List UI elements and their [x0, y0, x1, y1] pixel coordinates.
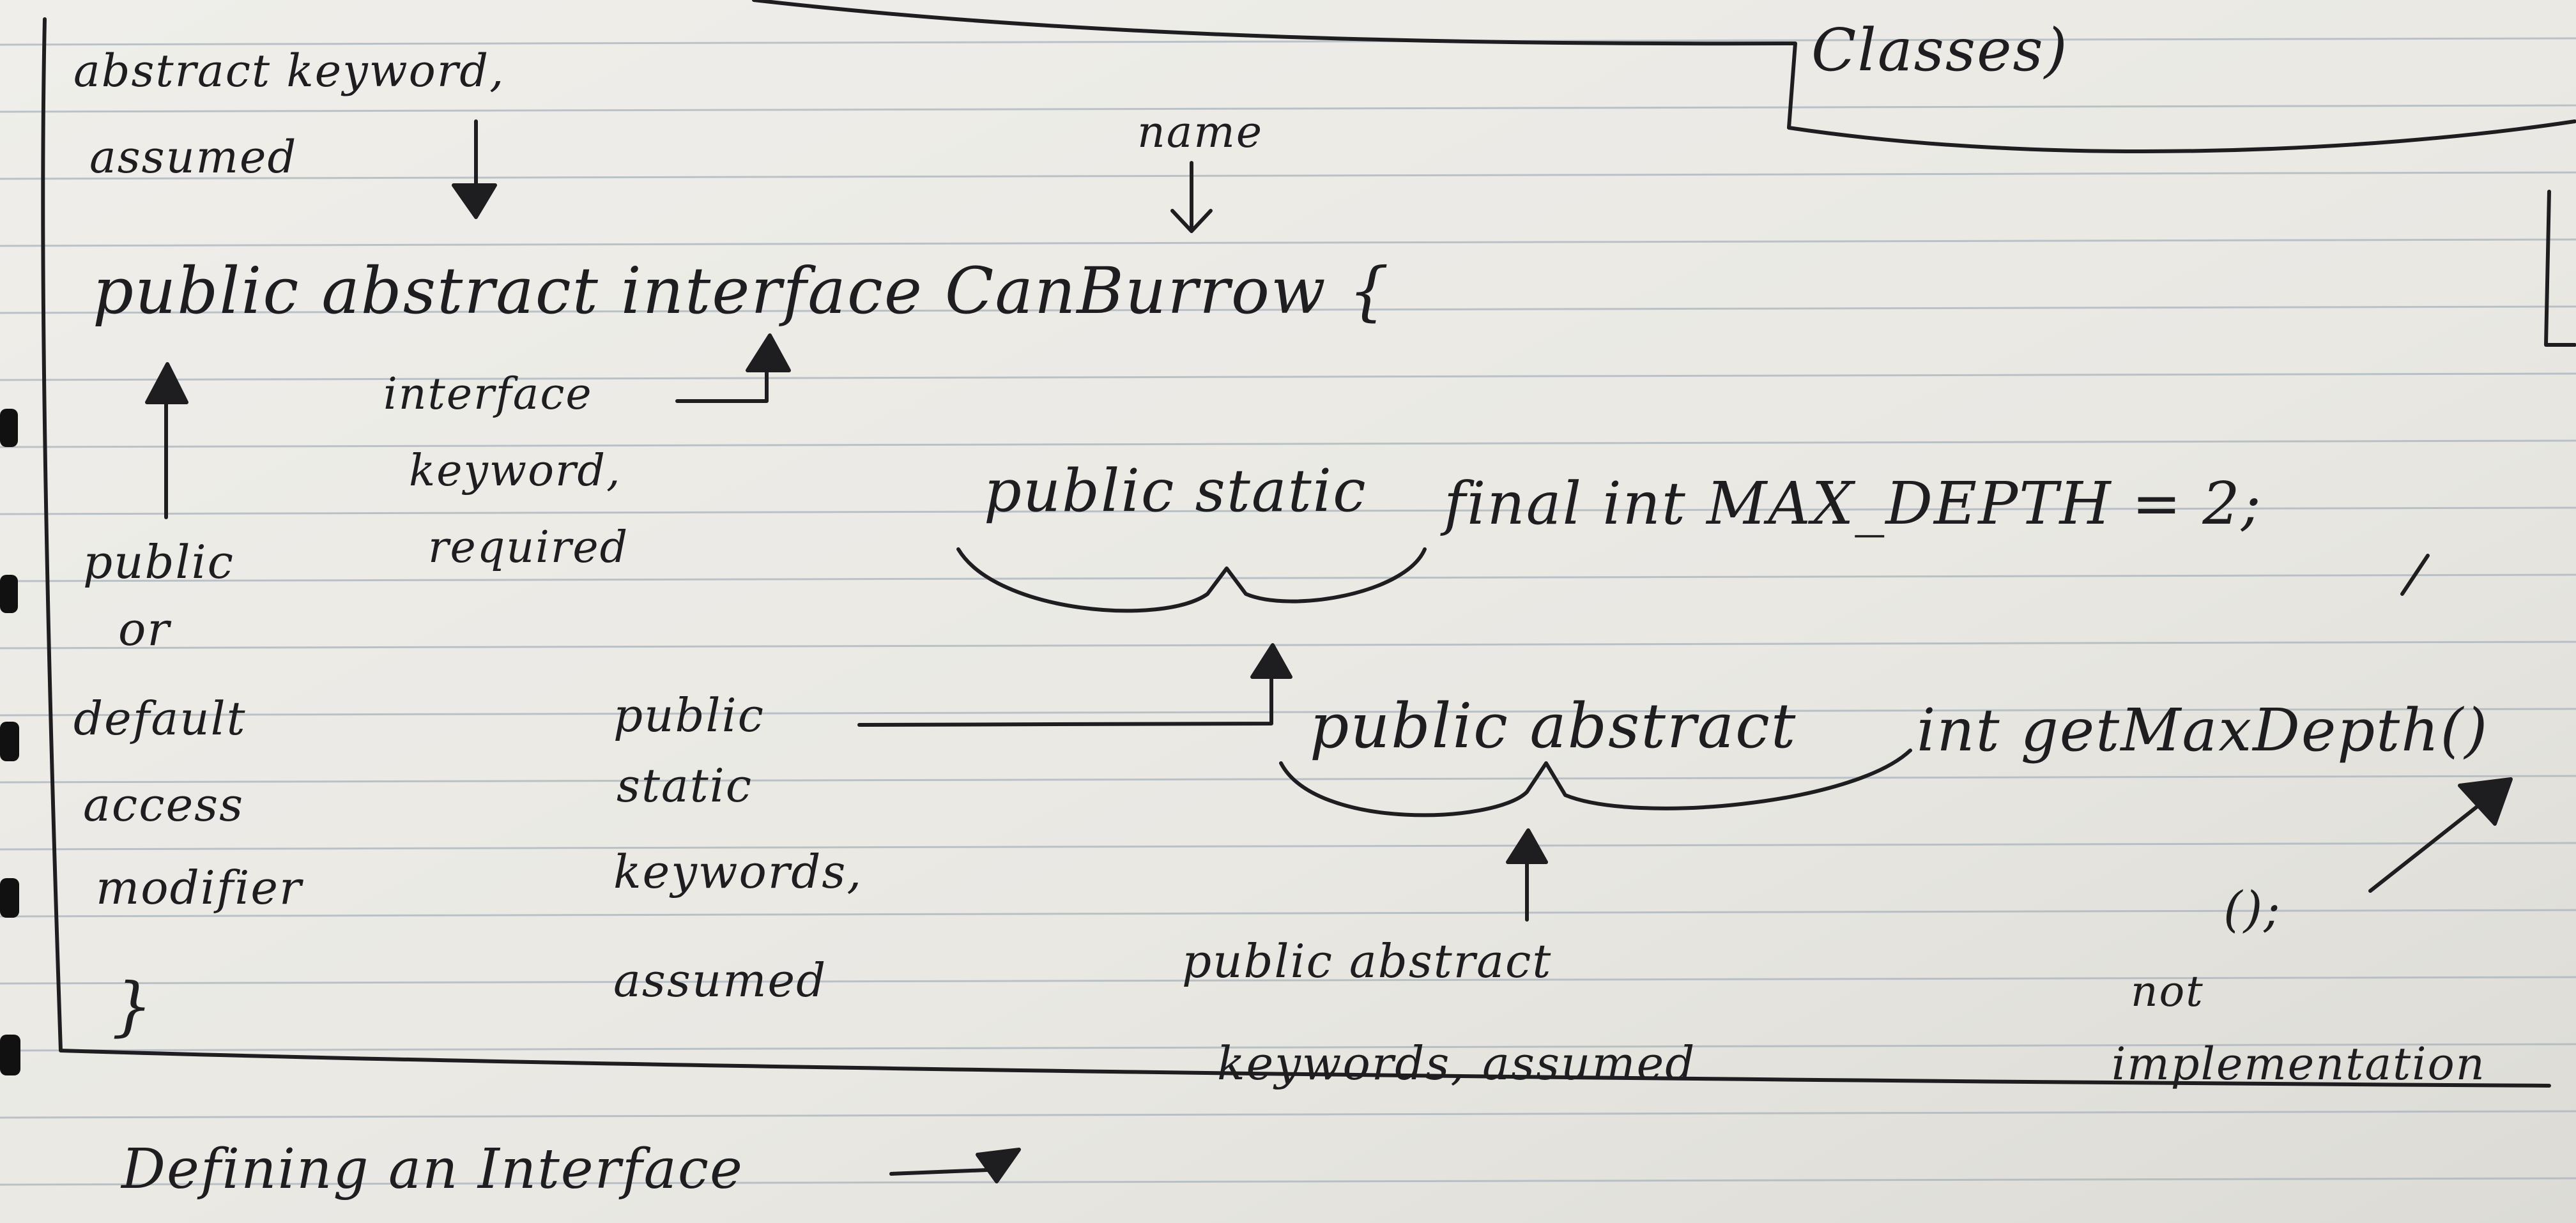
note-access-3: default — [73, 692, 247, 745]
ruled-lines — [0, 37, 2576, 1186]
note-abstract-method-2: keywords, assumed — [1217, 1037, 1696, 1090]
code-method: int getMaxDepth() — [1917, 696, 2488, 764]
note-access-5: modifier — [96, 861, 303, 915]
binding-holes — [0, 409, 20, 1075]
note-static-2: static — [617, 759, 753, 812]
hand-drawn-strokes — [41, 0, 2576, 1183]
note-abstract-keyword: abstract keyword, — [73, 45, 505, 97]
code-empty-body: (); — [2223, 881, 2281, 938]
note-interface-keyword-2: keyword, — [409, 446, 622, 496]
page-title-defining-interface: Defining an Interface — [120, 1137, 744, 1201]
note-static-3: keywords, — [613, 845, 862, 899]
note-classes: Classes) — [1811, 16, 2069, 84]
code-constant: final int MAX_DEPTH = 2; — [1440, 469, 2262, 538]
note-access-2: or — [118, 602, 171, 656]
interface-declaration: public abstract interface CanBurrow { — [93, 254, 1390, 328]
note-name: name — [1137, 107, 1263, 158]
note-no-impl-1: not — [2131, 967, 2204, 1016]
closing-brace: } — [112, 969, 154, 1044]
note-static-1: public — [613, 688, 765, 742]
note-no-impl-2: implementation — [2112, 1038, 2486, 1090]
note-interface-keyword-1: interface — [383, 369, 593, 420]
note-access-4: access — [83, 778, 244, 832]
note-interface-keyword-3: required — [428, 522, 629, 573]
note-abstract-assumed: assumed — [89, 131, 297, 183]
code-public-abstract: public abstract — [1310, 690, 1797, 762]
note-static-4: assumed — [613, 953, 827, 1007]
note-access-1: public — [83, 535, 234, 589]
note-abstract-method-1: public abstract — [1182, 934, 1552, 988]
code-public-static: public static — [984, 457, 1367, 525]
